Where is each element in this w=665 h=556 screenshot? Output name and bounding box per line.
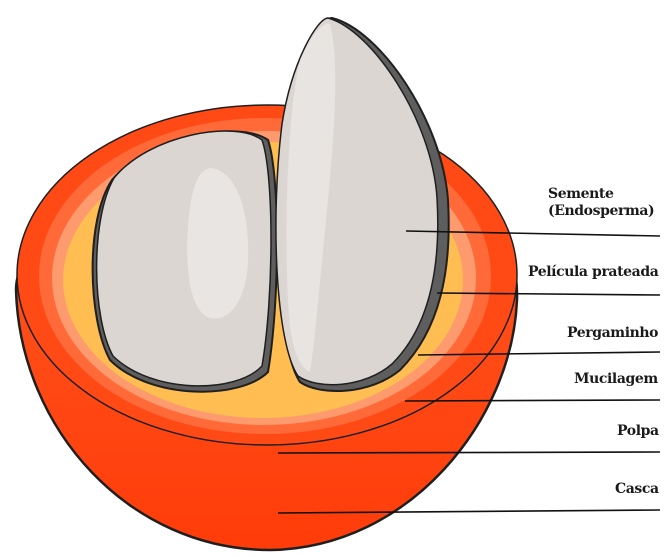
label-pelicula-prateada: Película prateada [528,264,658,281]
label-polpa: Polpa [617,423,659,440]
leader-mucilagem [405,400,660,401]
label-mucilagem: Mucilagem [574,371,658,388]
leader-polpa [278,452,660,453]
label-semente-line1: Semente [548,186,654,203]
label-pergaminho: Pergaminho [567,325,658,342]
label-semente: Semente (Endosperma) [548,186,654,220]
label-casca: Casca [615,481,659,498]
label-semente-line2: (Endosperma) [548,203,654,220]
